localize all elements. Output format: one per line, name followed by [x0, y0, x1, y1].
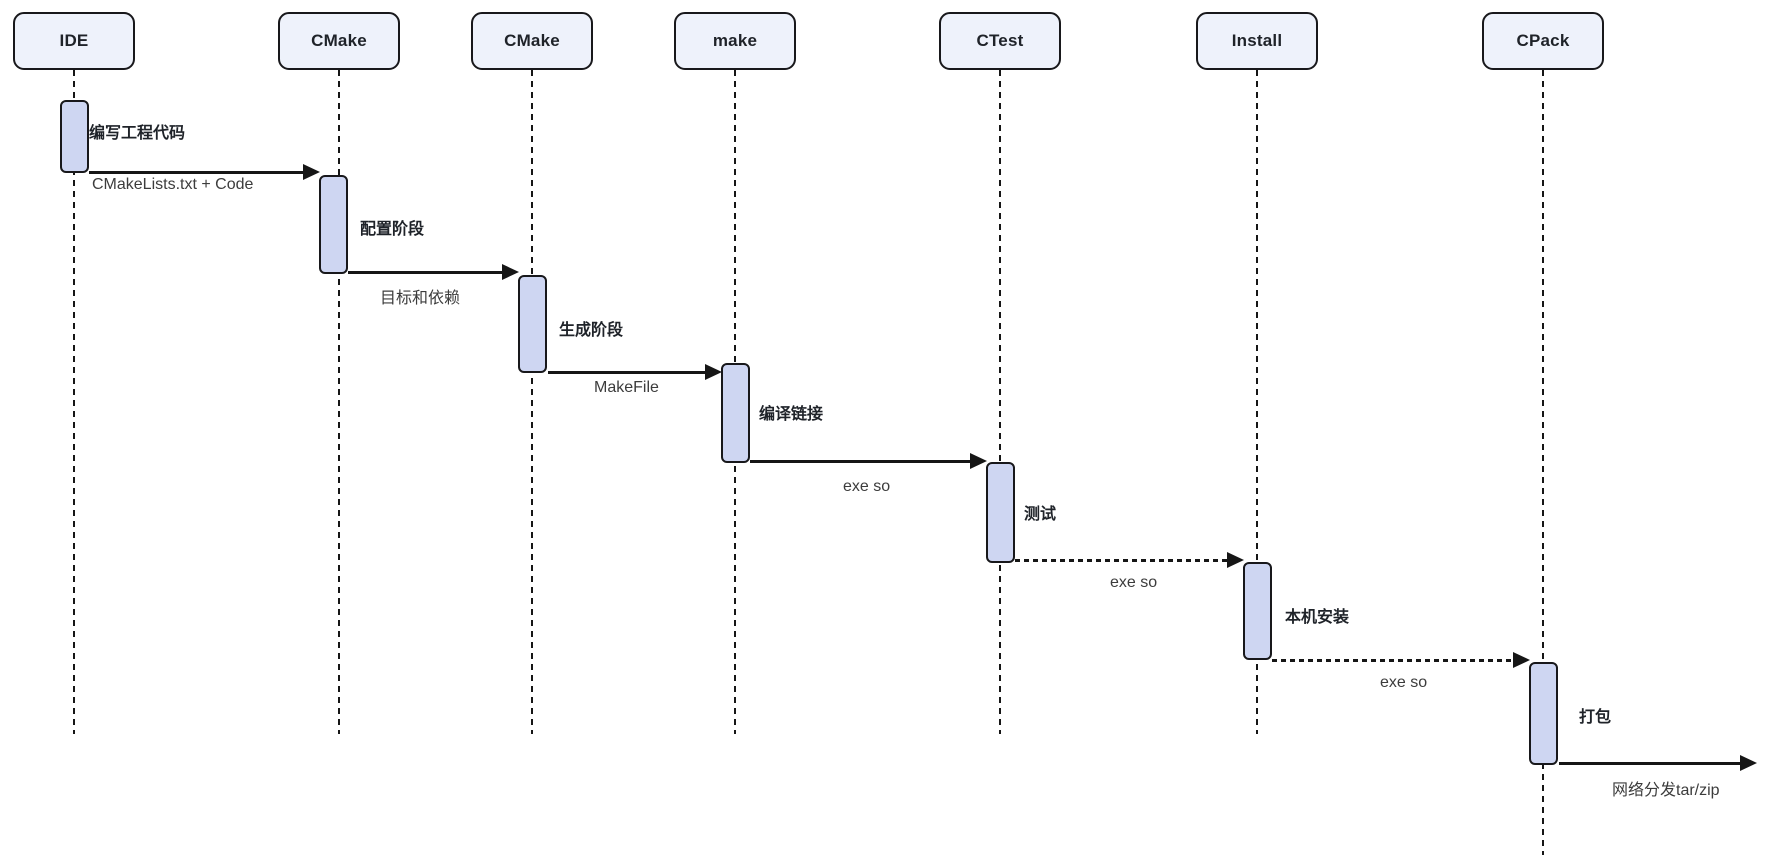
lifeline-cpack	[1541, 70, 1545, 855]
message-line-exe-so-3	[1272, 659, 1515, 662]
activation-cmake-generate	[518, 275, 547, 373]
message-line-exe-so-2	[1015, 559, 1229, 562]
arrowhead-icon	[1227, 552, 1244, 568]
activation-install-local	[1243, 562, 1272, 660]
message-line-exe-so-1	[750, 460, 972, 463]
message-line-cmakelists	[89, 171, 305, 174]
arrowhead-icon	[1740, 755, 1757, 771]
participant-cmake-1-label: CMake	[311, 31, 367, 50]
arrowhead-icon	[502, 264, 519, 280]
message-label-cmakelists: CMakeLists.txt + Code	[92, 176, 254, 193]
arrowhead-icon	[705, 364, 722, 380]
participant-install-label: Install	[1231, 31, 1283, 50]
activation-make-compile	[721, 363, 750, 463]
participant-ide-label: IDE	[59, 31, 89, 50]
participant-ctest: CTest	[939, 12, 1061, 70]
lifeline-ctest	[998, 70, 1002, 734]
activation-label-local-install: 本机安装	[1285, 609, 1350, 626]
arrowhead-icon	[303, 164, 320, 180]
lifeline-cmake-2	[530, 70, 534, 734]
activation-ctest-test	[986, 462, 1015, 563]
participant-cpack: CPack	[1482, 12, 1604, 70]
message-label-targets-deps: 目标和依赖	[380, 290, 461, 307]
message-label-exe-so-2: exe so	[1110, 574, 1158, 591]
participant-install: Install	[1196, 12, 1318, 70]
lifeline-install	[1255, 70, 1259, 734]
message-label-exe-so-1: exe so	[843, 478, 891, 495]
message-label-exe-so-3: exe so	[1380, 674, 1428, 691]
activation-label-compile: 编译链接	[759, 406, 824, 423]
activation-label-generate: 生成阶段	[559, 322, 624, 339]
lifeline-cmake-1	[337, 70, 341, 734]
message-line-targets-deps	[348, 271, 504, 274]
participant-ide: IDE	[13, 12, 135, 70]
arrowhead-icon	[1513, 652, 1530, 668]
activation-label-test: 测试	[1024, 506, 1057, 523]
message-line-makefile	[548, 371, 707, 374]
participant-make-label: make	[712, 31, 758, 50]
participant-cmake-2-label: CMake	[504, 31, 560, 50]
activation-cpack-package	[1529, 662, 1558, 765]
activation-ide-write-code	[60, 100, 89, 173]
participant-make: make	[674, 12, 796, 70]
message-label-distribute: 网络分发tar/zip	[1612, 782, 1720, 799]
activation-label-package: 打包	[1579, 709, 1612, 726]
participant-ctest-label: CTest	[976, 31, 1024, 50]
participant-cmake-1: CMake	[278, 12, 400, 70]
participant-cpack-label: CPack	[1516, 31, 1570, 50]
participant-cmake-2: CMake	[471, 12, 593, 70]
activation-label-configure: 配置阶段	[360, 221, 425, 238]
message-label-makefile: MakeFile	[594, 379, 659, 396]
lifeline-ide	[72, 70, 76, 734]
message-line-distribute	[1559, 762, 1741, 765]
activation-cmake-configure	[319, 175, 348, 274]
arrowhead-icon	[970, 453, 987, 469]
activation-label-write-code: 编写工程代码	[89, 125, 186, 142]
